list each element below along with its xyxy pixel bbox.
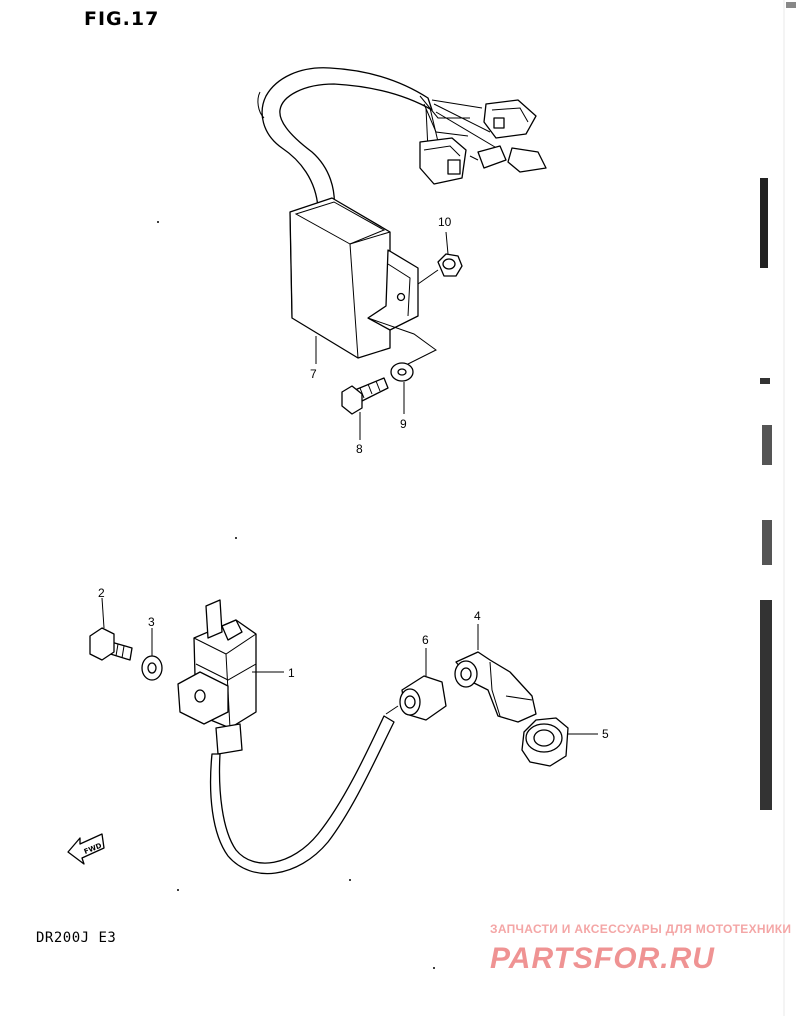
watermark-logo: PARTSFOR.RU: [490, 942, 715, 974]
callout-2: 2: [98, 586, 105, 600]
bolt-2: [89, 597, 133, 661]
scan-edge-artifact: [760, 0, 796, 1016]
watermark-tagline: ЗАПЧАСТИ И АКСЕССУАРЫ ДЛЯ МОТОТЕХНИКИ: [490, 922, 792, 936]
cdi-unit-assembly: [257, 67, 547, 373]
ignition-coil: [177, 599, 284, 755]
figure-title: FIG.17: [84, 8, 160, 30]
bolt-8: [341, 377, 389, 440]
wire-harness: [261, 67, 433, 211]
callout-8: 8: [356, 442, 363, 456]
seal-6: [399, 648, 447, 721]
callout-1: 1: [288, 666, 295, 680]
bullet-connector: [469, 145, 547, 173]
callout-6: 6: [422, 633, 429, 647]
callout-9: 9: [400, 417, 407, 431]
harness-connector: [419, 137, 467, 185]
callout-4: 4: [474, 609, 481, 623]
callout-7: 7: [310, 367, 317, 381]
callout-10: 10: [438, 215, 452, 229]
watermark-logo-text: PARTSFOR.RU: [490, 942, 715, 974]
cdi-mount-bracket: [367, 249, 419, 331]
high-tension-lead: [209, 715, 395, 875]
harness-connector: [483, 99, 537, 139]
washer-9: [390, 362, 414, 414]
cdi-box: [289, 197, 391, 359]
washer-3: [141, 628, 163, 681]
nut-10: [417, 231, 463, 285]
callout-3: 3: [148, 615, 155, 629]
seal-ring-5: [521, 717, 598, 767]
spark-plug-cap: [454, 624, 537, 723]
model-code: DR200J E3: [36, 930, 117, 946]
forward-arrow-icon: FWD: [67, 833, 105, 865]
callout-5: 5: [602, 727, 609, 741]
